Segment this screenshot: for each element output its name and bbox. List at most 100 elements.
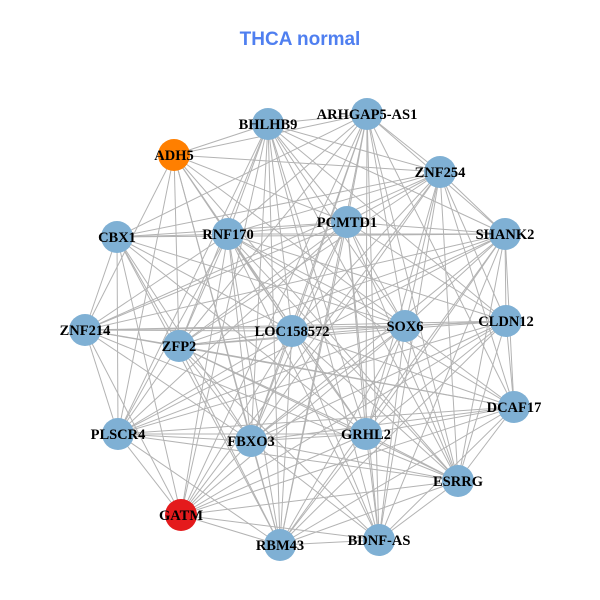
node-circle — [212, 218, 244, 250]
node-circle — [490, 305, 522, 337]
node-label: SOX6 — [386, 319, 423, 335]
node-loc158572: LOC158572 — [255, 315, 330, 347]
node-circle — [102, 418, 134, 450]
chart-title: THCA normal — [239, 29, 361, 50]
edge-GRHL2-GATM — [180, 433, 367, 516]
edge-SHANK2-LOC158572 — [291, 233, 506, 332]
node-plscr4: PLSCR4 — [91, 418, 146, 450]
edge-DCAF17-RBM43 — [279, 406, 515, 546]
edge-SOX6-FBXO3 — [250, 325, 406, 442]
edge-SHANK2-ZFP2 — [178, 233, 506, 347]
node-gatm: GATM — [159, 499, 203, 531]
node-circle — [165, 499, 197, 531]
node-label: RNF170 — [202, 227, 254, 243]
node-bdnf-as: BDNF-AS — [348, 524, 410, 556]
edge-ZNF254-DCAF17 — [439, 171, 515, 408]
node-zfp2: ZFP2 — [162, 330, 196, 362]
edge-ZNF254-GRHL2 — [365, 171, 441, 435]
edge-ARHGAP5-AS1-ZFP2 — [178, 113, 368, 347]
node-label: PLSCR4 — [91, 427, 146, 443]
node-pcmtd1: PCMTD1 — [317, 206, 377, 238]
edge-ZFP2-RBM43 — [178, 345, 281, 546]
node-circle — [350, 418, 382, 450]
edge-GRHL2-RBM43 — [279, 433, 367, 546]
edge-ARHGAP5-AS1-FBXO3 — [250, 113, 368, 442]
edge-BHLHB9-ARHGAP5-AS1 — [267, 113, 368, 125]
node-znf214: ZNF214 — [60, 314, 110, 346]
edge-BHLHB9-ZNF254 — [267, 123, 441, 173]
edge-SHANK2-ESRRG — [457, 233, 506, 482]
edge-ZFP2-LOC158572 — [178, 330, 293, 347]
edge-BHLHB9-GATM — [180, 123, 269, 516]
node-label: CLDN12 — [478, 314, 534, 330]
edge-GRHL2-BDNF-AS — [365, 433, 380, 541]
edge-ZNF254-SOX6 — [404, 171, 441, 327]
edge-ZNF254-LOC158572 — [291, 171, 441, 332]
edge-ZNF214-GATM — [84, 329, 182, 516]
node-circle — [158, 139, 190, 171]
edge-ADH5-ESRRG — [173, 154, 459, 482]
edge-BHLHB9-PCMTD1 — [267, 123, 348, 223]
edge-FBXO3-BDNF-AS — [250, 440, 380, 541]
node-label: LOC158572 — [255, 324, 330, 340]
edge-ARHGAP5-AS1-CBX1 — [116, 113, 368, 238]
edge-ZNF214-FBXO3 — [84, 329, 252, 442]
node-label: BHLHB9 — [239, 117, 298, 133]
edge-ZNF214-PLSCR4 — [84, 329, 119, 435]
edge-BHLHB9-LOC158572 — [267, 123, 293, 332]
edge-ARHGAP5-AS1-DCAF17 — [366, 113, 515, 408]
edge-GATM-BDNF-AS — [180, 514, 380, 541]
node-label: RBM43 — [256, 538, 304, 554]
node-label: SHANK2 — [476, 227, 535, 243]
edge-BHLHB9-RNF170 — [227, 123, 269, 235]
edge-SHANK2-BDNF-AS — [378, 233, 506, 541]
edge-ZFP2-CLDN12 — [178, 320, 507, 347]
edge-SOX6-PLSCR4 — [117, 325, 406, 435]
edge-SOX6-BDNF-AS — [378, 325, 406, 541]
edge-ZNF214-LOC158572 — [84, 329, 293, 332]
node-label: CBX1 — [98, 230, 136, 246]
edge-ZNF254-PCMTD1 — [346, 171, 441, 223]
edge-LOC158572-PLSCR4 — [117, 330, 293, 435]
edge-DCAF17-GATM — [180, 406, 515, 516]
edge-ESRRG-RBM43 — [279, 480, 459, 546]
node-circle — [489, 218, 521, 250]
node-grhl2: GRHL2 — [341, 418, 391, 450]
edge-ZFP2-ESRRG — [178, 345, 459, 482]
node-arhgap5-as1: ARHGAP5-AS1 — [317, 98, 417, 130]
node-cbx1: CBX1 — [98, 221, 136, 253]
node-circle — [235, 425, 267, 457]
edge-RNF170-DCAF17 — [227, 233, 515, 408]
edge-CBX1-ZNF214 — [84, 236, 118, 331]
edge-ADH5-PLSCR4 — [117, 154, 175, 435]
edge-ADH5-BHLHB9 — [173, 123, 269, 156]
edge-CBX1-LOC158572 — [116, 236, 293, 332]
edge-SOX6-CLDN12 — [404, 320, 507, 327]
node-circle — [351, 98, 383, 130]
edge-RNF170-SOX6 — [227, 233, 406, 327]
edge-ZNF254-CBX1 — [116, 171, 441, 238]
node-rnf170: RNF170 — [202, 218, 254, 250]
node-fbxo3: FBXO3 — [227, 425, 275, 457]
edge-CLDN12-FBXO3 — [250, 320, 507, 442]
node-label: ZNF254 — [415, 165, 466, 181]
edge-RNF170-PCMTD1 — [227, 221, 348, 235]
edge-PCMTD1-CLDN12 — [346, 221, 507, 322]
edge-ADH5-ZFP2 — [173, 154, 180, 347]
node-circle — [363, 524, 395, 556]
edge-CLDN12-RBM43 — [279, 320, 507, 546]
node-label: GATM — [159, 508, 203, 524]
edge-CBX1-GATM — [116, 236, 182, 516]
edge-BHLHB9-GRHL2 — [267, 123, 367, 435]
edge-BHLHB9-ESRRG — [267, 123, 459, 482]
edge-PLSCR4-GATM — [117, 433, 182, 516]
edge-FBXO3-GATM — [180, 440, 252, 516]
node-esrrg: ESRRG — [433, 465, 483, 497]
edge-DCAF17-PLSCR4 — [117, 406, 515, 435]
edge-ESRRG-GATM — [180, 480, 459, 516]
edge-ZNF214-ESRRG — [84, 329, 459, 482]
edge-ADH5-ZNF254 — [173, 154, 441, 173]
node-circle — [276, 315, 308, 347]
edge-ZNF254-GATM — [180, 171, 441, 516]
